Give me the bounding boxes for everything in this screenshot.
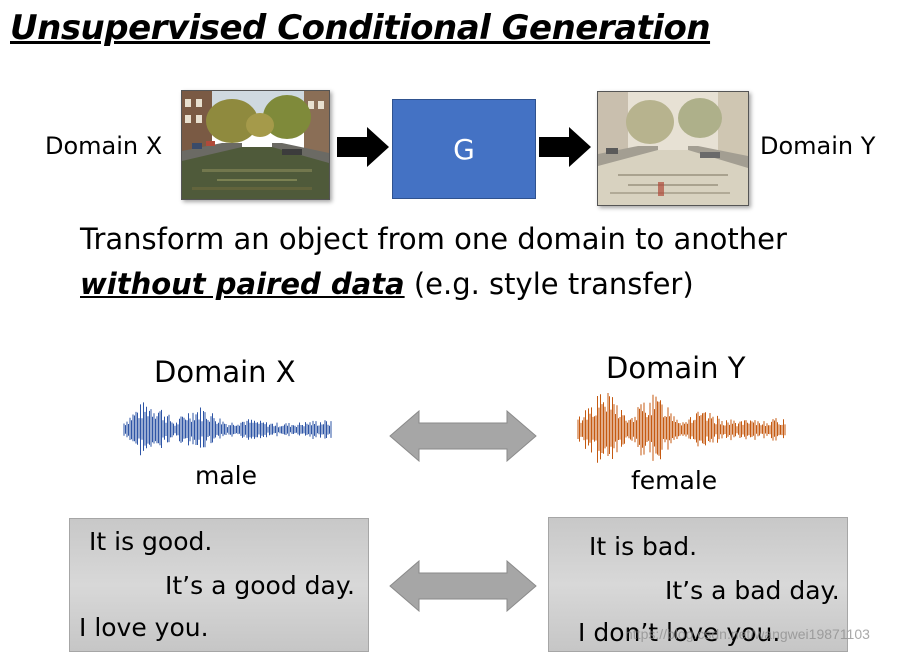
male-caption: male: [195, 461, 257, 490]
text-box-negative: It is bad. It’s a bad day. I don’t love …: [548, 517, 848, 652]
description-rest: (e.g. style transfer): [404, 267, 694, 301]
audio-domain-x-label: Domain X: [154, 355, 296, 389]
text-box-positive: It is good. It’s a good day. I love you.: [69, 518, 369, 652]
domain-x-label-top: Domain X: [45, 132, 163, 160]
watermark-text: https://blog.csdn.net/wangwei19871103: [625, 626, 870, 642]
text-example: I love you.: [79, 613, 209, 642]
description-line-2: without paired data (e.g. style transfer…: [80, 267, 694, 301]
description-line-1: Transform an object from one domain to a…: [80, 222, 787, 256]
slide-title: Unsupervised Conditional Generation: [10, 8, 711, 48]
double-arrow-icon: [389, 560, 537, 612]
male-waveform-icon: [123, 402, 332, 456]
double-arrow-icon: [389, 410, 537, 462]
arrow-right-icon: [539, 127, 591, 167]
female-caption: female: [631, 466, 718, 495]
domain-y-label-top: Domain Y: [760, 132, 876, 160]
canal-photo-stylized: [597, 91, 749, 206]
text-example: It is bad.: [589, 532, 698, 561]
text-example: It’s a good day.: [165, 571, 356, 600]
description-emphasis: without paired data: [80, 267, 405, 301]
text-example: I don’t love you.: [578, 618, 781, 647]
canal-photo-original: [181, 90, 330, 200]
generator-box: G: [392, 99, 536, 199]
generator-label: G: [453, 132, 475, 166]
text-example: It is good.: [89, 527, 213, 556]
arrow-right-icon: [337, 127, 389, 167]
text-example: It’s a bad day.: [665, 576, 840, 605]
female-waveform-icon: [577, 393, 786, 463]
audio-domain-y-label: Domain Y: [606, 351, 746, 385]
